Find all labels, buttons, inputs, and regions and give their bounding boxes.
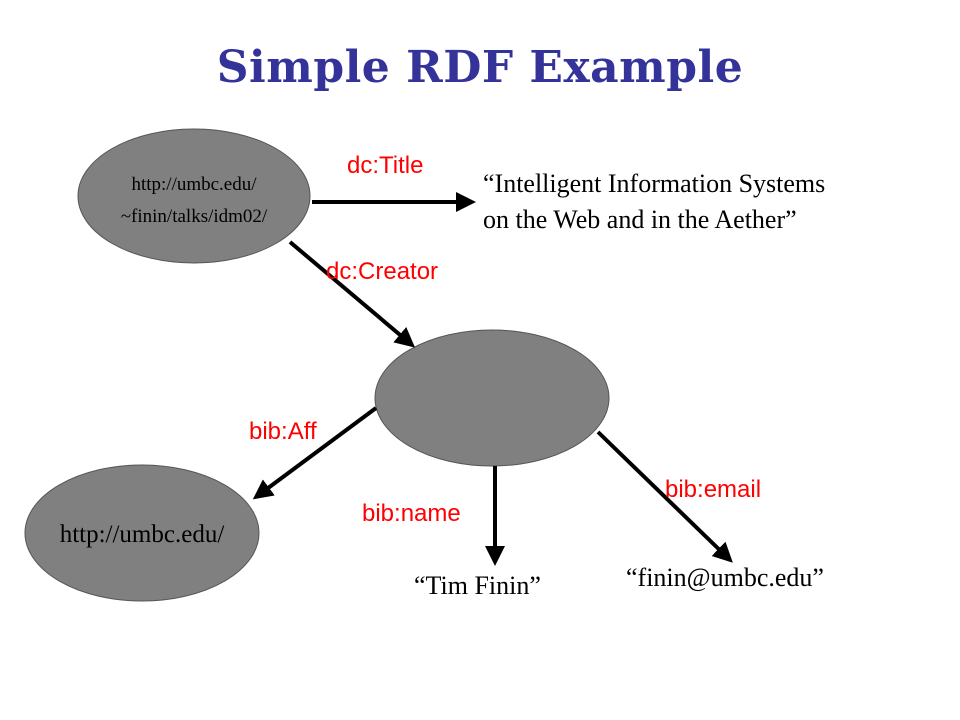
slide-title: Simple RDF Example xyxy=(216,42,744,93)
aff-edge xyxy=(252,406,378,500)
org-node xyxy=(24,464,260,602)
name-edge-label: bib:name xyxy=(362,500,461,527)
person-node xyxy=(374,329,610,467)
title-edge-label: dc:Title xyxy=(347,152,423,179)
email-literal: “finin@umbc.edu” xyxy=(626,563,824,592)
document-node-line1: http://umbc.edu/ xyxy=(131,174,257,195)
aff-edge-label: bib:Aff xyxy=(249,418,317,445)
email-edge xyxy=(596,430,733,563)
document-node xyxy=(77,128,311,264)
creator-edge-label: dc:Creator xyxy=(326,258,438,285)
creator-edge xyxy=(288,240,416,348)
name-literal: “Tim Finin” xyxy=(414,571,541,600)
title-literal-line1: “Intelligent Information Systems xyxy=(483,169,825,198)
document-node-line2: ~finin/talks/idm02/ xyxy=(121,206,268,227)
org-node-label: http://umbc.edu/ xyxy=(60,521,225,548)
email-edge-label: bib:email xyxy=(665,476,761,503)
title-literal-line2: on the Web and in the Aether” xyxy=(483,205,797,234)
